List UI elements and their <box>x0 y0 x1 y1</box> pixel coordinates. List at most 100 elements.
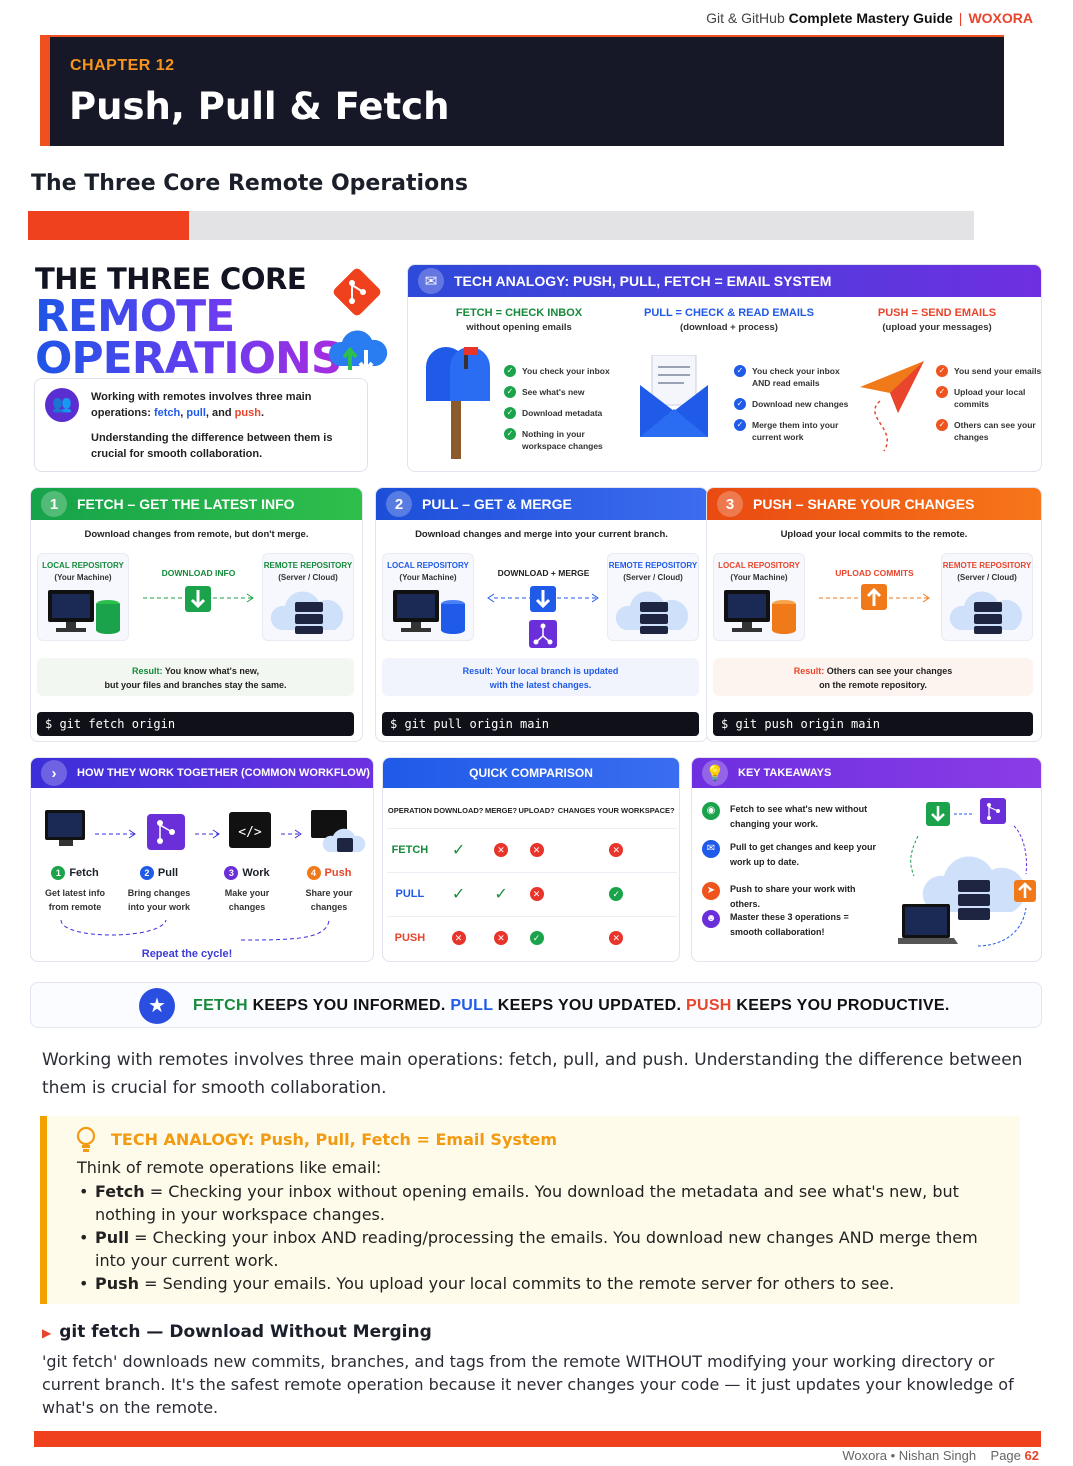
remote-repository: REMOTE REPOSITORY(Server / Cloud) <box>941 553 1033 641</box>
guide-prefix: Git & GitHub <box>706 10 785 26</box>
analogy-header: ✉TECH ANALOGY: PUSH, PULL, FETCH = EMAIL… <box>408 265 1041 297</box>
x-circle-icon: ✕ <box>494 843 509 857</box>
step-description: Download changes and merge into your cur… <box>415 529 668 540</box>
cloud-server-icon <box>615 591 689 634</box>
chapter-title: Push, Pull & Fetch <box>69 85 450 128</box>
step-description: Upload your local commits to the remote. <box>780 529 968 540</box>
x-circle-icon: ✕ <box>529 887 544 901</box>
workflow-card: › HOW THEY WORK TOGETHER (COMMON WORKFLOW… <box>30 757 374 962</box>
tech-analogy-callout: TECH ANALOGY: Push, Pull, Fetch = Email … <box>40 1116 1020 1304</box>
takeaway-item: ➤Push to share your work with others. <box>702 882 877 912</box>
analogy-pull-list: You check your inbox AND read emails Dow… <box>734 365 852 452</box>
check-circle-icon: ✓ <box>609 887 624 901</box>
chapter-banner: CHAPTER 12 Push, Pull & Fetch <box>40 35 1004 146</box>
cloud-server-icon <box>270 591 344 634</box>
step-description: Download changes from remote, but don't … <box>84 529 309 540</box>
x-circle-icon: ✕ <box>451 931 466 946</box>
step-title: PUSH – SHARE YOUR CHANGES <box>753 496 975 512</box>
hero-summary-note: Understanding the difference between the… <box>91 432 333 460</box>
workflow-title: HOW THEY WORK TOGETHER (COMMON WORKFLOW) <box>77 767 370 779</box>
sync-cycle-illustration <box>898 798 1036 947</box>
intro-paragraph: Working with remotes involves three main… <box>42 1050 1023 1098</box>
table-row: FETCH✓✕✕✕ <box>387 827 677 872</box>
send-icon: ➤ <box>702 882 720 900</box>
local-repository: LOCAL REPOSITORY(Your Machine) <box>37 553 129 641</box>
step-number: 3 <box>717 491 743 517</box>
chevron-right-icon: › <box>41 760 67 786</box>
local-repository: LOCAL REPOSITORY(Your Machine) <box>713 553 805 641</box>
local-repository: LOCAL REPOSITORY(Your Machine) <box>382 553 474 641</box>
chapter-label: CHAPTER 12 <box>70 57 175 74</box>
callout-list: Fetch = Checking your inbox without open… <box>79 1180 1005 1295</box>
merge-icon <box>147 814 185 850</box>
x-circle-icon: ✕ <box>529 843 544 857</box>
hero-summary-text: Working with remotes involves three main… <box>91 391 312 419</box>
hero-line-2: REMOTE <box>35 295 395 339</box>
infographic-hero-title: THE THREE CORE REMOTE OPERATIONS <box>35 262 395 381</box>
callout-title: TECH ANALOGY: Push, Pull, Fetch = Email … <box>111 1130 558 1149</box>
operation-cell: PUSH <box>387 915 433 960</box>
analogy-fetch-list: You check your inbox See what's new Down… <box>504 365 622 461</box>
push-command: $ git push origin main <box>713 712 1033 736</box>
upload-arrow-icon <box>819 584 930 610</box>
hero-line-3: OPERATIONS <box>35 337 395 381</box>
comparison-table: OPERATION DOWNLOAD? MERGE? UPLOAD? CHANG… <box>387 794 677 960</box>
operation-cell: FETCH <box>387 827 433 872</box>
computer-database-icon <box>393 590 465 634</box>
section-progress-bar <box>28 211 974 240</box>
check-circle-icon: ✓ <box>529 931 544 946</box>
section-heading: The Three Core Remote Operations <box>31 171 468 196</box>
step-result: Result: You know what's new,but your fil… <box>37 658 354 696</box>
operation-cell: PULL <box>387 871 433 916</box>
mail-icon: ✉ <box>418 268 444 294</box>
cloud-server-icon <box>949 591 1023 634</box>
remote-repository: REMOTE REPOSITORY(Server / Cloud) <box>262 553 354 641</box>
brand-name: WOXORA <box>968 10 1033 26</box>
cycle-arrows <box>60 919 330 941</box>
tech-analogy-card: ✉TECH ANALOGY: PUSH, PULL, FETCH = EMAIL… <box>407 264 1042 472</box>
team-icon: ☻ <box>702 910 720 928</box>
eye-icon: ◉ <box>702 802 720 820</box>
analogy-push-column: PUSH = SEND EMAILS (upload your messages… <box>832 307 1041 467</box>
code-editor-icon <box>229 812 271 848</box>
cloud-sync-icon <box>328 330 388 374</box>
running-header: Git & GitHub Complete Mastery Guide|WOXO… <box>706 10 1033 26</box>
hero-summary-box: 👥 Working with remotes involves three ma… <box>34 378 368 472</box>
step-action: DOWNLOAD INFO <box>141 568 256 614</box>
analogy-pull-column: PULL = CHECK & READ EMAILS (download + p… <box>624 307 848 467</box>
takeaways-title: KEY TAKEAWAYS <box>738 767 832 779</box>
motto-banner: ★ FETCH KEEPS YOU INFORMED. PULL KEEPS Y… <box>30 982 1042 1028</box>
download-merge-icon <box>487 586 599 648</box>
analogy-fetch-column: FETCH = CHECK INBOX without opening emai… <box>414 307 624 467</box>
step-number: 1 <box>41 491 67 517</box>
envelope-icon <box>640 355 708 437</box>
repeat-cycle-text: Repeat the cycle! <box>141 948 233 960</box>
guide-title: Complete Mastery Guide <box>788 10 953 26</box>
list-item: Push = Sending your emails. You upload y… <box>79 1272 1005 1295</box>
mailbox-icon <box>426 347 490 459</box>
footer-bar <box>34 1431 1041 1447</box>
pull-command: $ git pull origin main <box>382 712 699 736</box>
progress-fill <box>28 211 189 240</box>
table-row: PUSH✕✕✓✕ <box>387 915 677 960</box>
motto-text: FETCH KEEPS YOU INFORMED. PULL KEEPS YOU… <box>193 997 950 1014</box>
x-circle-icon: ✕ <box>609 931 624 946</box>
analogy-push-list: You send your emails Upload your local c… <box>936 365 1041 452</box>
lightbulb-icon <box>76 1126 96 1152</box>
key-takeaways-card: 💡KEY TAKEAWAYS ◉Fetch to see what's new … <box>691 757 1042 962</box>
push-step-card: 3 PUSH – SHARE YOUR CHANGES Upload your l… <box>706 487 1042 742</box>
computer-database-icon <box>724 590 796 634</box>
callout-intro: Think of remote operations like email: <box>77 1158 382 1177</box>
lightbulb-icon: 💡 <box>702 760 728 786</box>
svg-text:</>: </> <box>238 825 262 840</box>
page-footer: Woxora • Nishan Singh Page 62 <box>842 1448 1039 1463</box>
check-icon: ✓ <box>494 886 508 903</box>
step-title: FETCH – GET THE LATEST INFO <box>77 496 295 512</box>
takeaway-item: ☻Master these 3 operations = smooth coll… <box>702 910 877 940</box>
